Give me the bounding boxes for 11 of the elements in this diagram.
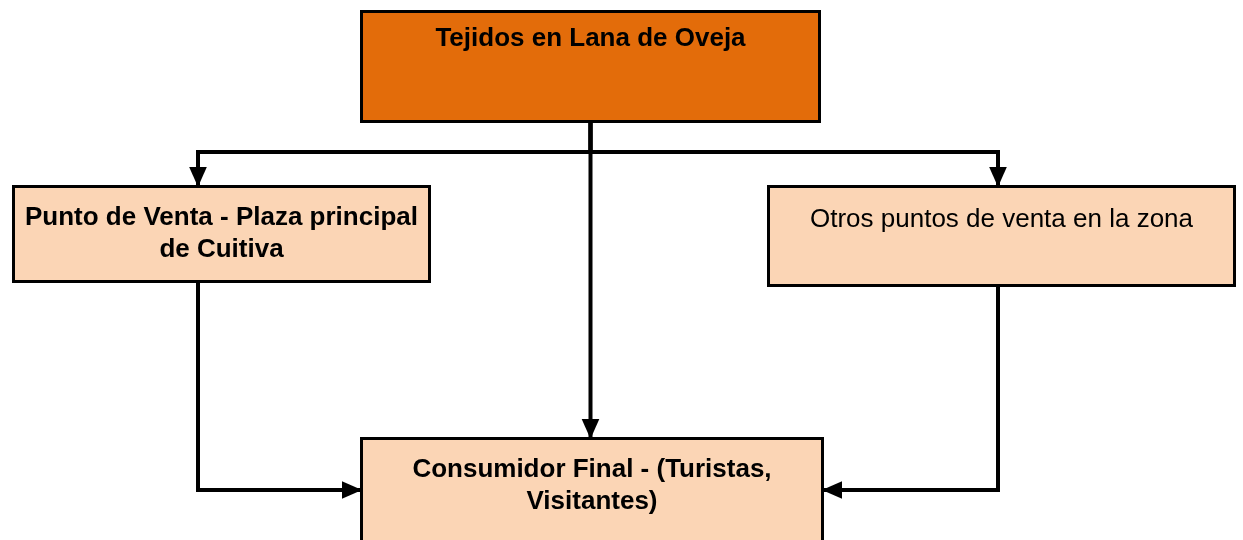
box-label: Tejidos en Lana de Oveja (435, 21, 746, 54)
arrow (196, 283, 362, 499)
process-box (360, 10, 821, 123)
process-box (767, 185, 1236, 287)
arrow (588, 123, 1007, 187)
box-label: Consumidor Final - (Turistas, Visitantes) (411, 452, 773, 517)
arrow (822, 287, 1000, 499)
box-label: Otros puntos de venta en la zona (810, 202, 1193, 235)
process-box (360, 437, 824, 540)
box-label: Punto de Venta - Plaza principal de Cuitiva (24, 200, 419, 265)
process-box (12, 185, 431, 283)
